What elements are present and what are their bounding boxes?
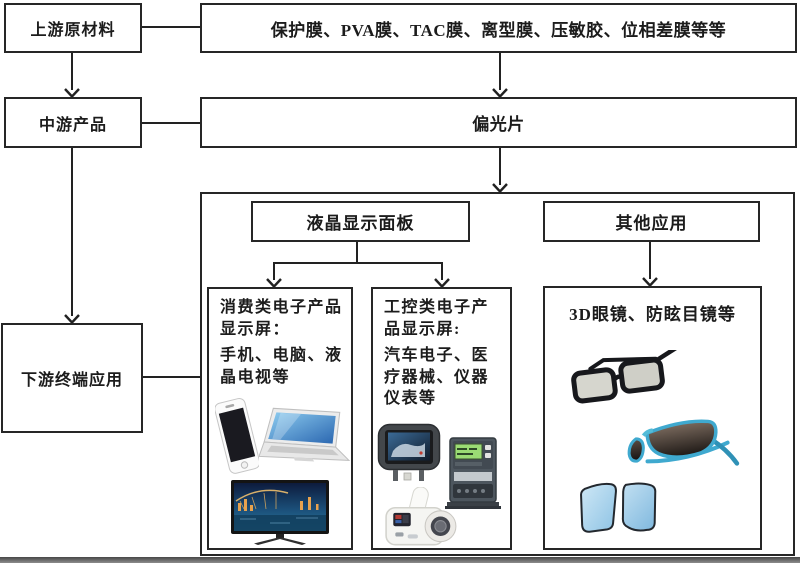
industrial-items: 汽车电子、医疗器械、仪器仪表等: [384, 347, 490, 407]
electric-meter-image: [445, 437, 501, 509]
arrow-down-head-icon: [642, 277, 658, 287]
branch-stem-line: [356, 242, 358, 264]
arrow-down-head-icon: [434, 278, 450, 288]
arrow-materials-to-polarizer-line: [499, 53, 501, 90]
anti-glare-mirror-lenses-image: [580, 482, 657, 533]
arrow-upstream-to-midstream-line: [71, 53, 73, 90]
midstream-label-box: 中游产品: [4, 97, 142, 148]
branch-left-arm-line: [273, 262, 275, 280]
laptop-image: [259, 407, 351, 462]
car-headrest-monitor-image: [377, 423, 441, 481]
arrow-polarizer-to-container-line: [499, 148, 501, 185]
upstream-label-box: 上游原材料: [4, 3, 142, 53]
lcd-panel-label: 液晶显示面板: [306, 214, 415, 233]
consumer-electronics-box: 消费类电子产品显示屏： 手机、电脑、液晶电视等: [207, 287, 353, 550]
connector-upstream-to-materials: [142, 26, 200, 28]
downstream-label-box: 下游终端应用: [1, 323, 143, 433]
arrow-down-head-icon: [64, 88, 80, 98]
polarizer-text: 偏光片: [472, 115, 525, 134]
sunglasses-image: [627, 419, 740, 466]
lcd-tv-image: [231, 480, 329, 545]
other-products-label: 3D眼镜、防眩目镜等: [569, 305, 736, 324]
connector-downstream-to-container: [143, 376, 200, 378]
other-applications-label: 其他应用: [615, 214, 688, 233]
consumer-title: 消费类电子产品显示屏：: [220, 299, 343, 338]
upstream-materials-box: 保护膜、PVA膜、TAC膜、离型膜、压敏胶、位相差膜等等: [200, 3, 797, 53]
arrow-down-head-icon: [492, 183, 508, 193]
downstream-label: 下游终端应用: [20, 372, 123, 389]
page-bottom-edge: [0, 557, 800, 563]
arrow-down-head-icon: [492, 88, 508, 98]
industrial-title: 工控类电子产品显示屏:: [384, 299, 490, 338]
connector-midstream-to-polarizer: [142, 122, 200, 124]
arrow-down-head-icon: [64, 314, 80, 324]
blood-pressure-monitor-image: [385, 487, 457, 546]
glasses-products-box: 3D眼镜、防眩目镜等: [543, 286, 762, 550]
lcd-panel-box: 液晶显示面板: [251, 201, 470, 242]
arrow-midstream-to-downstream-line: [71, 148, 73, 316]
arrow-down-head-icon: [266, 278, 282, 288]
3d-glasses-image: [571, 350, 678, 404]
upstream-label: 上游原材料: [30, 22, 116, 39]
polarizer-box: 偏光片: [200, 97, 797, 148]
midstream-label: 中游产品: [38, 116, 107, 134]
arrow-other-to-glasses-line: [649, 242, 651, 279]
other-applications-box: 其他应用: [543, 201, 760, 242]
branch-right-arm-line: [441, 262, 443, 280]
industrial-electronics-box: 工控类电子产品显示屏: 汽车电子、医疗器械、仪器仪表等: [371, 287, 512, 550]
branch-bar-line: [273, 262, 443, 264]
smartphone-image: [215, 398, 259, 474]
consumer-items: 手机、电脑、液晶电视等: [220, 347, 343, 386]
upstream-materials-text: 保护膜、PVA膜、TAC膜、离型膜、压敏胶、位相差膜等等: [270, 20, 727, 40]
